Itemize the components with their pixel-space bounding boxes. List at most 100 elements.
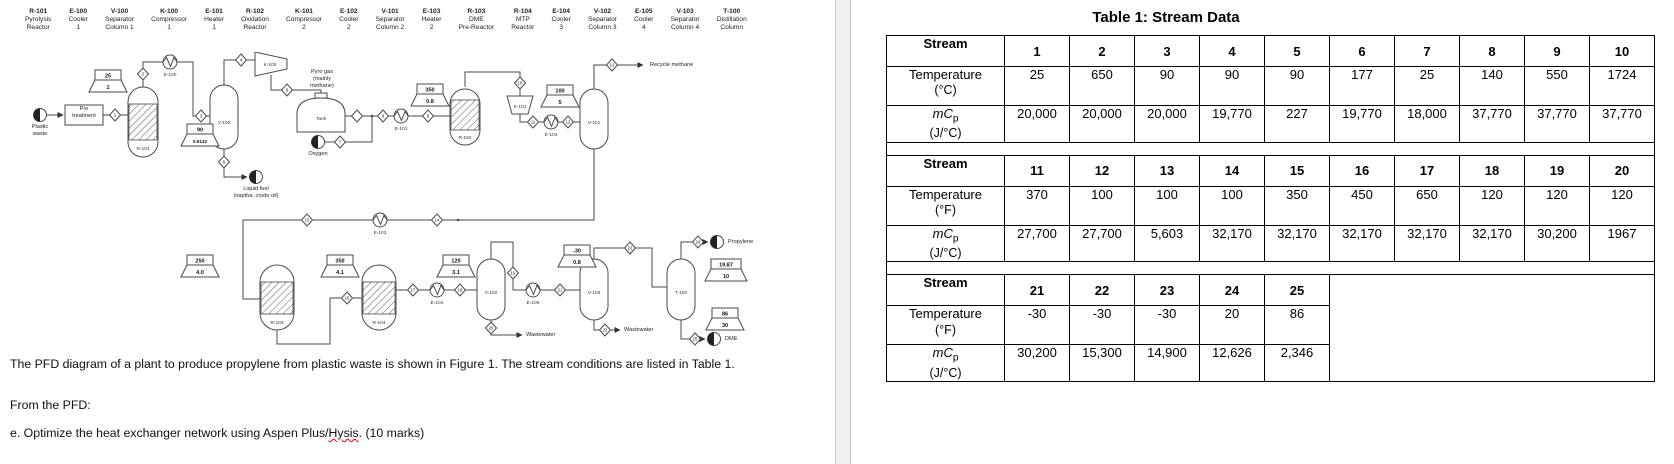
legend-name: Compressor 2 [286, 15, 322, 31]
callout-temp: 350 [425, 88, 434, 94]
mcp-cell: 12,626 [1199, 344, 1265, 383]
stream-number: 5 [223, 160, 226, 165]
mcp-unit: (J/°C) [929, 365, 962, 380]
mcp-cell: 37,770 [1589, 105, 1655, 143]
mcp-label: mCp [887, 345, 1004, 365]
table-row: Temperature(°F) -30 -30 -30 20 86 [886, 305, 1655, 346]
legend-code: E-102 [339, 8, 358, 15]
stream-number: 18 [458, 288, 463, 293]
table-separator-row [886, 142, 1655, 156]
temperature-cell: 650 [1394, 185, 1460, 226]
column-t100: T-100 [666, 258, 696, 321]
legend-name: Heater 2 [421, 15, 442, 31]
temperature-unit: (°F) [935, 322, 956, 337]
mcp-label-cell: mCp(J/°C) [886, 105, 1005, 143]
stream-number: 15 [305, 218, 310, 223]
equipment-tag: R-103 [270, 320, 283, 326]
temperature-unit: (°C) [934, 83, 957, 98]
tp-callout: 120 3.1 [436, 254, 476, 278]
stream-marker: 1 [108, 108, 122, 122]
tp-callout: 250 4.0 [180, 254, 220, 278]
equipment-tag: Tank [316, 116, 327, 122]
mcp-symbol: mC [932, 225, 953, 241]
temperature-cell: -30 [1069, 305, 1135, 346]
mcp-label: mCp [887, 226, 1004, 246]
callout-temp: 100 [555, 89, 564, 95]
misspelled-word: Hysis [328, 426, 359, 440]
vessel-v101: V-101 [579, 88, 609, 150]
legend-code: E-105 [634, 8, 653, 15]
stream-header-cell: 16 [1329, 154, 1395, 187]
stream-label-cell: Stream [886, 274, 1005, 307]
legend-name: MTP Reactor [511, 15, 535, 31]
mcp-unit: (J/°C) [929, 245, 962, 260]
stream-header-cell: 11 [1004, 154, 1070, 187]
wastewater-label: Wastewater [526, 332, 556, 338]
callout-temp: -30 [573, 249, 581, 255]
tp-callout: 86 30 [705, 307, 745, 331]
mcp-unit: (J/°C) [929, 126, 962, 141]
legend-name: Heater 1 [204, 15, 224, 31]
temperature-cell: 90 [1264, 66, 1330, 106]
callout-pressure: 4.1 [336, 270, 344, 276]
callout-temp: 350 [335, 259, 344, 265]
mcp-cell: 32,170 [1264, 224, 1330, 263]
stream-label-cell: Stream [886, 35, 1005, 67]
callout-temp: 90 [197, 128, 203, 134]
tp-callout: 90 0.6132 [180, 123, 220, 147]
equipment-tag: T-100 [675, 290, 688, 296]
callout-temp: 250 [195, 259, 204, 265]
table-title: Table 1: Stream Data [1092, 9, 1240, 26]
stream-header-cell: 7 [1394, 35, 1460, 67]
stream-data-table: Stream 1 2 3 4 5 6 7 8 9 10 Temperature(… [886, 35, 1655, 383]
stream-header-cell: 20 [1589, 154, 1655, 187]
stream-number: 25 [693, 337, 698, 342]
stream-number: 19 [511, 271, 516, 276]
temperature-cell: 350 [1264, 185, 1330, 226]
legend-name: Compressor 1 [151, 15, 188, 31]
callout-pressure: 30 [722, 323, 728, 329]
mcp-subscript: p [952, 113, 959, 125]
temperature-label-cell: Temperature(°F) [886, 305, 1005, 346]
legend-name: DME Pre-Reactor [458, 15, 495, 31]
callout-pressure: 10 [723, 274, 729, 280]
legend-name: Separator Column 2 [375, 15, 405, 31]
tp-callout: 350 0.8 [410, 83, 450, 107]
mcp-cell: 27,700 [1004, 224, 1070, 263]
vessel-v102: V-102 [476, 258, 506, 321]
equipment-tag: E-104 [431, 300, 444, 306]
temperature-cell: 100 [1134, 185, 1200, 226]
temperature-cell: 100 [1199, 185, 1265, 226]
stream-marker: 11 [526, 115, 540, 129]
stream-number: 20 [489, 326, 494, 331]
temperature-cell: 120 [1589, 185, 1655, 226]
paragraph-description: The PFD diagram of a plant to produce pr… [10, 357, 735, 371]
mcp-symbol: mC [932, 345, 953, 361]
mcp-cell: 19,770 [1329, 105, 1395, 143]
legend-code: V-102 [593, 8, 612, 15]
stream-marker: 20 [484, 321, 498, 335]
legend-code: E-103 [422, 8, 441, 15]
table-row: mCp(J/°C) 20,000 20,000 20,000 19,770 22… [886, 105, 1655, 143]
equipment-tag: E-100 [164, 72, 177, 78]
temperature-cell: 25 [1394, 66, 1460, 106]
pretreatment-unit [64, 104, 104, 126]
stream-number: 21 [558, 288, 563, 293]
stream-number: 8 [382, 114, 385, 119]
callout-pressure: 1 [106, 85, 109, 91]
temperature-cell: 90 [1134, 66, 1200, 106]
equipment-tag: R-102 [458, 135, 471, 141]
temperature-cell: 120 [1524, 185, 1590, 226]
temperature-cell: 450 [1329, 185, 1395, 226]
legend-code: T-100 [723, 8, 741, 15]
separator-cell [886, 142, 1655, 156]
temperature-cell: 370 [1004, 185, 1070, 226]
feed-oxygen-icon [311, 135, 325, 149]
callout-pressure: 0.8 [573, 260, 581, 266]
stream-header-cell: 1 [1004, 35, 1070, 67]
